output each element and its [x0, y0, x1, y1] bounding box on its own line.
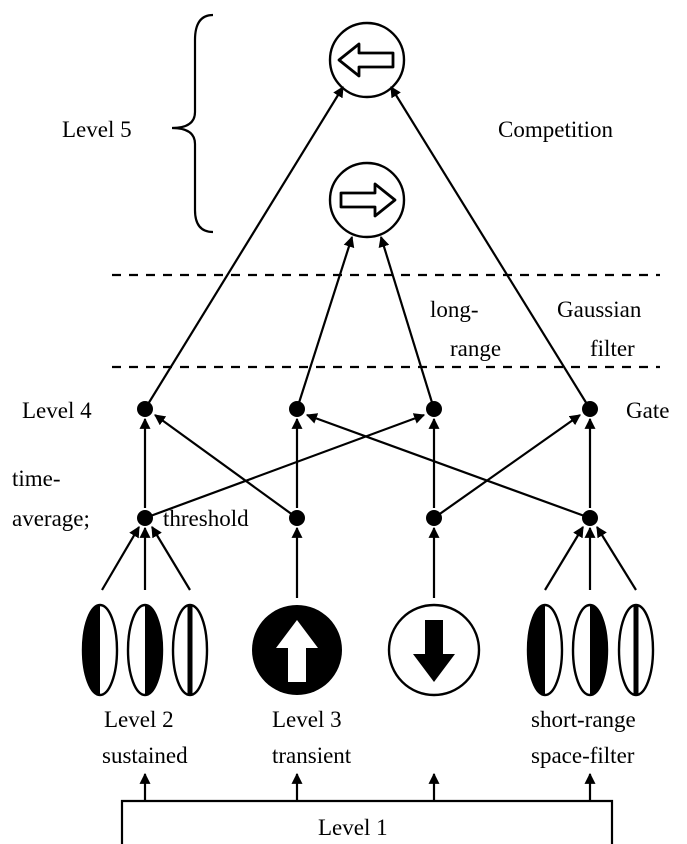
oriented-filter-icon [526, 603, 564, 697]
level4-label: Level 4 [22, 398, 92, 423]
sustained-label: sustained [102, 743, 188, 768]
transient-label: transient [272, 743, 352, 768]
gaussian-label: Gaussian [557, 297, 642, 322]
right-arrow-icon [328, 161, 406, 239]
gate-node [289, 401, 305, 417]
oriented-filter-icon [126, 603, 164, 697]
filter-label: filter [590, 336, 635, 361]
oriented-filter-icon [171, 603, 209, 697]
time-label: time- [12, 466, 61, 491]
oriented-filter-icon [571, 603, 609, 697]
oriented-filter-icon [617, 603, 655, 697]
long-range-connections [144, 86, 591, 410]
competition-label: Competition [498, 117, 614, 142]
level1-inputs [139, 772, 596, 801]
threshold-node [137, 510, 153, 526]
average-label: average; [12, 506, 90, 531]
gate-connections [139, 413, 596, 520]
gate-label: Gate [626, 398, 669, 423]
level5-label: Level 5 [62, 117, 132, 142]
level1-box [120, 799, 614, 844]
short-range-label: short-range [531, 707, 636, 732]
oriented-filter-icon [81, 603, 119, 697]
level5-brace [171, 13, 214, 234]
filter-to-threshold-connections [101, 526, 637, 598]
up-arrow-icon [252, 605, 342, 695]
long-label: long- [430, 297, 479, 322]
gate-node [137, 401, 153, 417]
threshold-node [289, 510, 305, 526]
level3-label: Level 3 [272, 707, 342, 732]
threshold-nodes [137, 510, 598, 526]
level2-label: Level 2 [104, 707, 174, 732]
threshold-node [582, 510, 598, 526]
gate-node [582, 401, 598, 417]
space-filter-label: space-filter [531, 743, 635, 768]
threshold-node [426, 510, 442, 526]
threshold-label: threshold [163, 506, 249, 531]
gate-node [426, 401, 442, 417]
gate-nodes [137, 401, 598, 417]
down-arrow-icon [387, 603, 481, 697]
level1-label: Level 1 [318, 815, 388, 840]
left-arrow-icon [328, 21, 406, 99]
range-label: range [450, 336, 501, 361]
